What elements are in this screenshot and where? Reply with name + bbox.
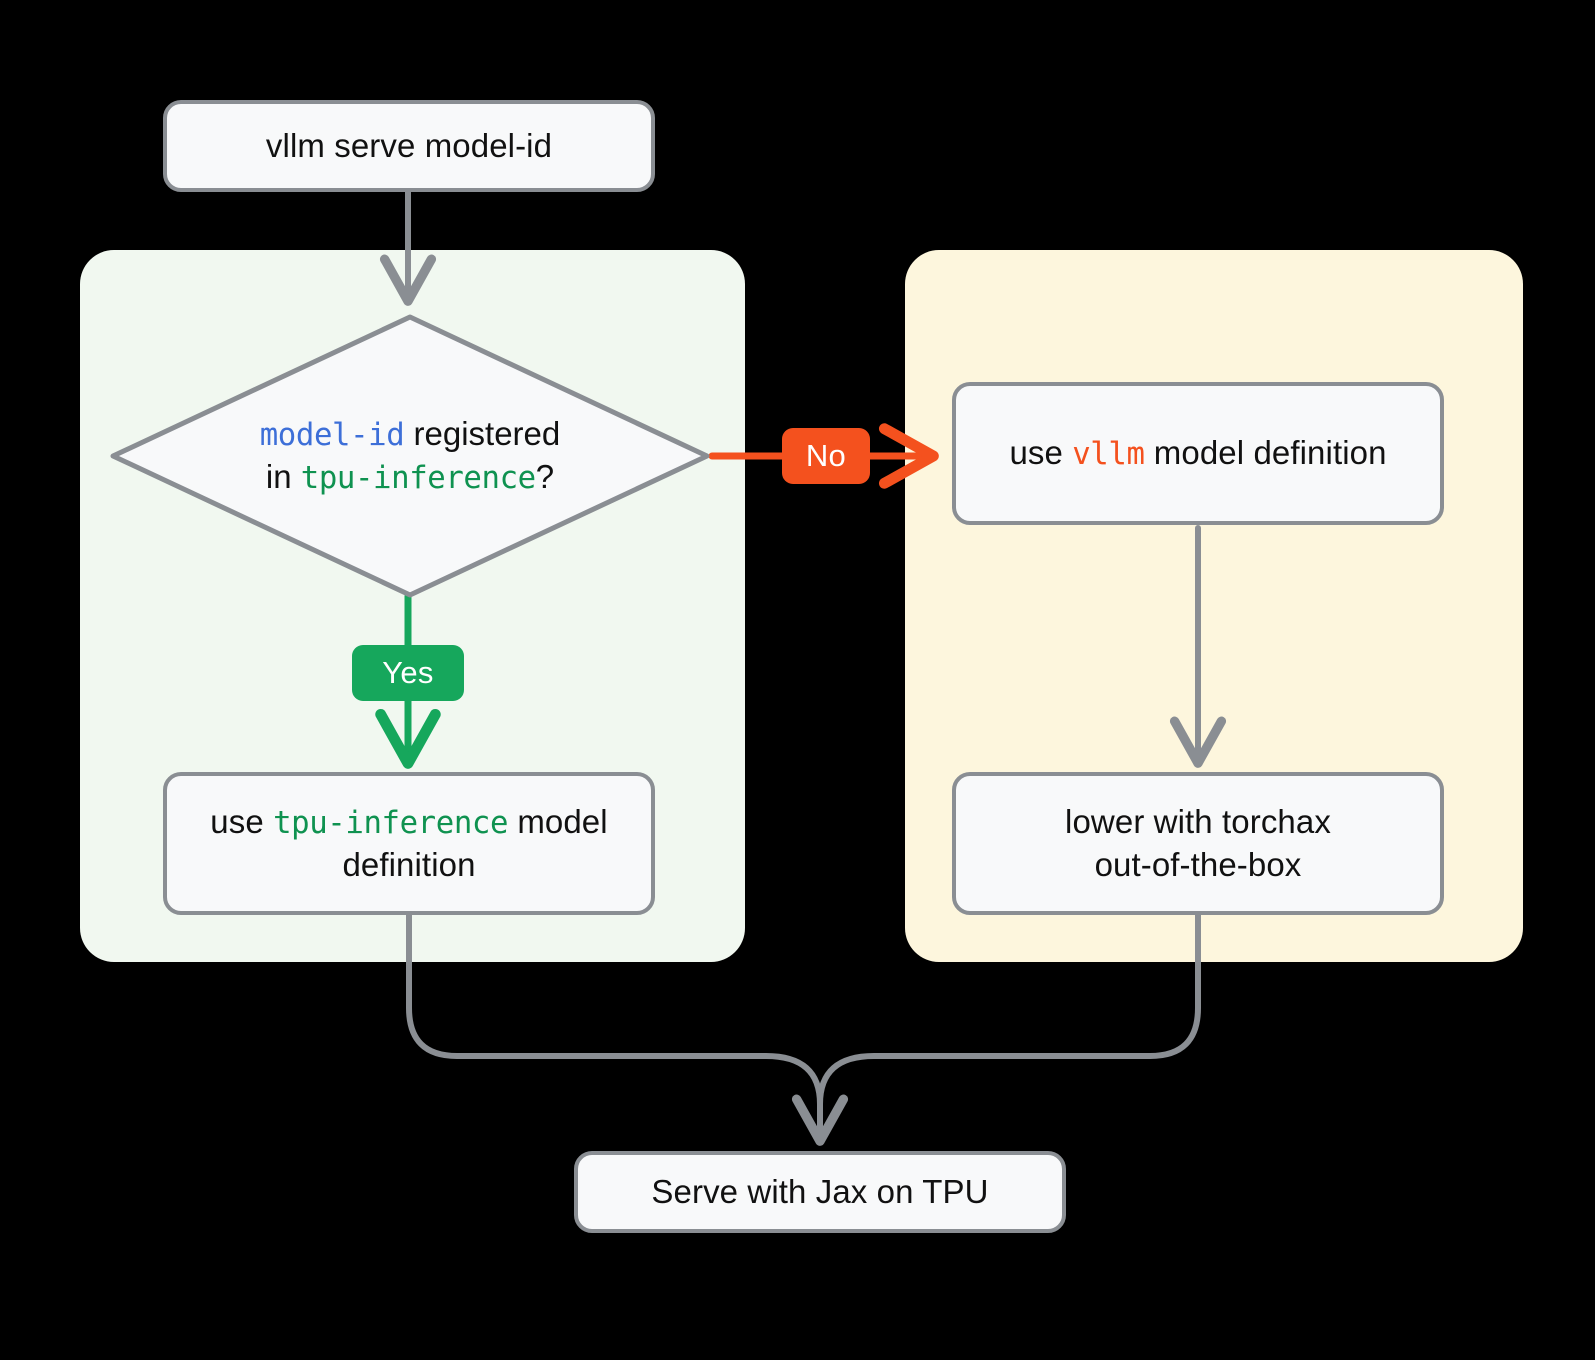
node-decision-label: model-id registered in tpu-inference?	[108, 312, 712, 600]
node-vllm-branch-label: use vllm model definition	[1009, 432, 1386, 474]
node-vllm-branch[interactable]: use vllm model definition	[952, 382, 1444, 525]
edge-label-no-text: No	[805, 438, 847, 473]
token-model-id: model-id	[259, 418, 405, 454]
edge-label-no: No	[782, 428, 870, 484]
torchax-line2: out-of-the-box	[1094, 845, 1302, 883]
edge-label-yes: Yes	[352, 645, 464, 701]
decision-diamond-shape	[110, 314, 710, 598]
node-tpu-branch[interactable]: use tpu-inference model definition	[163, 772, 655, 915]
torchax-line1: lower with torchax	[1065, 803, 1331, 841]
vllm-branch-suffix: model definition	[1144, 434, 1387, 472]
node-torchax-label: lower with torchax out-of-the-box	[1065, 801, 1331, 885]
node-start[interactable]: vllm serve model-id	[163, 100, 655, 192]
node-tpu-branch-label: use tpu-inference model definition	[185, 801, 633, 886]
node-end[interactable]: Serve with Jax on TPU	[574, 1151, 1066, 1233]
vllm-branch-prefix: use	[1009, 434, 1073, 472]
decision-text-question: ?	[535, 458, 555, 495]
token-tpu-inference: tpu-inference	[300, 461, 536, 496]
decision-text-registered: registered	[404, 415, 561, 453]
decision-text-in: in	[265, 458, 301, 495]
node-start-label: vllm serve model-id	[265, 126, 553, 164]
tpu-branch-suffix: model definition	[342, 803, 608, 883]
node-end-label: Serve with Jax on TPU	[651, 1172, 989, 1210]
node-torchax[interactable]: lower with torchax out-of-the-box	[952, 772, 1444, 915]
token-tpu-inference-branch: tpu-inference	[273, 806, 509, 842]
edge-label-yes-text: Yes	[382, 655, 434, 690]
tpu-branch-prefix: use	[210, 803, 274, 841]
token-vllm: vllm	[1072, 437, 1145, 473]
node-decision[interactable]: model-id registered in tpu-inference?	[108, 312, 712, 600]
